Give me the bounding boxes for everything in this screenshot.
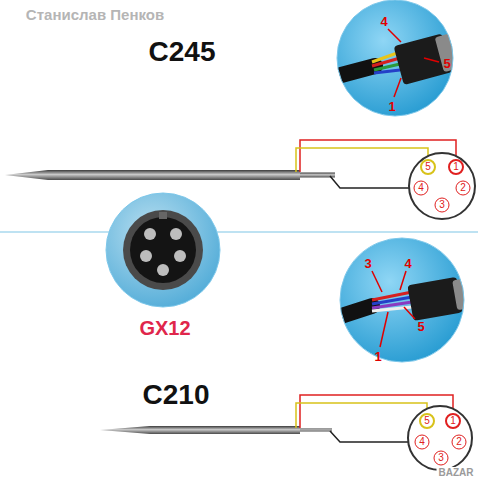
pin-number: 5 — [424, 416, 430, 426]
wire — [330, 431, 415, 442]
pin-number: 4 — [419, 437, 425, 447]
callout-number: 4 — [404, 257, 411, 270]
leader-line — [372, 271, 382, 292]
callout-number: 1 — [388, 100, 395, 113]
pin-number: 2 — [456, 437, 462, 447]
pin-number: 1 — [453, 162, 459, 172]
pin-number: 3 — [439, 200, 445, 210]
leader-line — [400, 271, 406, 290]
soldering-tip — [100, 426, 332, 434]
pin-number: 5 — [425, 162, 431, 172]
watermark: Станислав Пенков — [26, 7, 164, 22]
watermark: BAZAR — [437, 467, 476, 479]
callout-number: 1 — [374, 350, 381, 363]
pin-number: 1 — [450, 416, 456, 426]
connector-photo — [330, 0, 460, 116]
pin-face — [409, 153, 475, 219]
model-label: C245 — [149, 38, 216, 66]
callout-number: 4 — [380, 15, 387, 28]
pin-number: 4 — [418, 183, 424, 193]
pin-number: 2 — [460, 183, 466, 193]
pin-number: 3 — [438, 453, 444, 463]
model-label: C210 — [143, 381, 210, 409]
wire — [330, 176, 414, 188]
pin-face — [408, 406, 472, 470]
connector-name: GX12 — [139, 318, 190, 338]
soldering-tip — [5, 170, 335, 180]
leader-line — [388, 29, 401, 42]
leader-line — [424, 58, 439, 62]
gx12-photo — [106, 193, 220, 307]
wire — [296, 148, 428, 172]
wire — [296, 403, 427, 428]
callout-number: 3 — [364, 257, 371, 270]
cable-photo — [335, 238, 472, 362]
divider — [0, 231, 478, 233]
leader-line — [404, 307, 415, 319]
callout-number: 5 — [417, 320, 424, 333]
leader-line — [380, 312, 388, 347]
leader-line — [394, 78, 401, 97]
callout-number: 5 — [443, 57, 450, 70]
